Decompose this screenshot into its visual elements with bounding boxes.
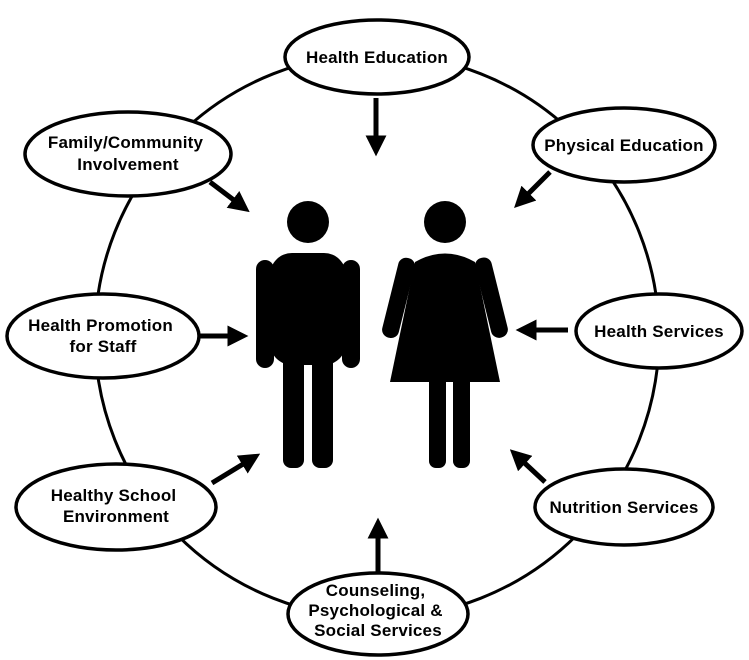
node-counseling: Counseling, Psychological & Social Servi… [286,571,470,657]
female-figure-icon [382,201,508,468]
svg-text:Health Education: Health Education [306,48,448,67]
node-label-line: Social Services [314,621,442,640]
node-label-line: for Staff [70,337,137,356]
male-figure-icon [256,201,360,468]
arrows [196,98,568,575]
node-label-line: Health Promotion [28,316,173,335]
arrow-physical-education [514,170,552,208]
svg-text:Healthy School Environme: Healthy School Environment [51,486,182,526]
node-label-line: Physical Education [544,136,703,155]
node-health-promotion-staff: Health Promotion for Staff [5,292,201,380]
arrow-healthy-school-environment [210,453,261,486]
svg-text:Counseling, Psychologica: Counseling, Psychological & Social Servi… [308,581,447,640]
node-label-line: Health Education [306,48,448,67]
node-label-line: Psychological & [308,601,442,620]
node-label-line: Health Services [594,322,724,341]
node-label-line: Counseling, [326,581,425,600]
node-family-community: Family/Community Involvement [23,110,233,198]
svg-text:Family/Community Involve: Family/Community Involvement [48,133,208,174]
arrow-nutrition-services [509,449,547,484]
node-physical-education: Physical Education [531,106,717,184]
node-label-line: Nutrition Services [549,498,698,517]
svg-text:Health Services: Health Services [594,322,724,341]
svg-text:Nutrition Services: Nutrition Services [549,498,698,517]
node-label-line: Environment [63,507,169,526]
svg-text:Health Promotion for Sta: Health Promotion for Staff [28,316,178,356]
node-label-line: Family/Community [48,133,204,152]
node-nutrition-services: Nutrition Services [533,467,715,547]
svg-text:Physical Education: Physical Education [544,136,703,155]
node-label-line: Involvement [77,155,179,174]
node-health-services: Health Services [574,292,744,370]
arrow-family-community [208,180,250,213]
node-health-education: Health Education [283,18,471,96]
node-label-line: Healthy School [51,486,177,505]
node-healthy-school-environment: Healthy School Environment [14,462,218,552]
